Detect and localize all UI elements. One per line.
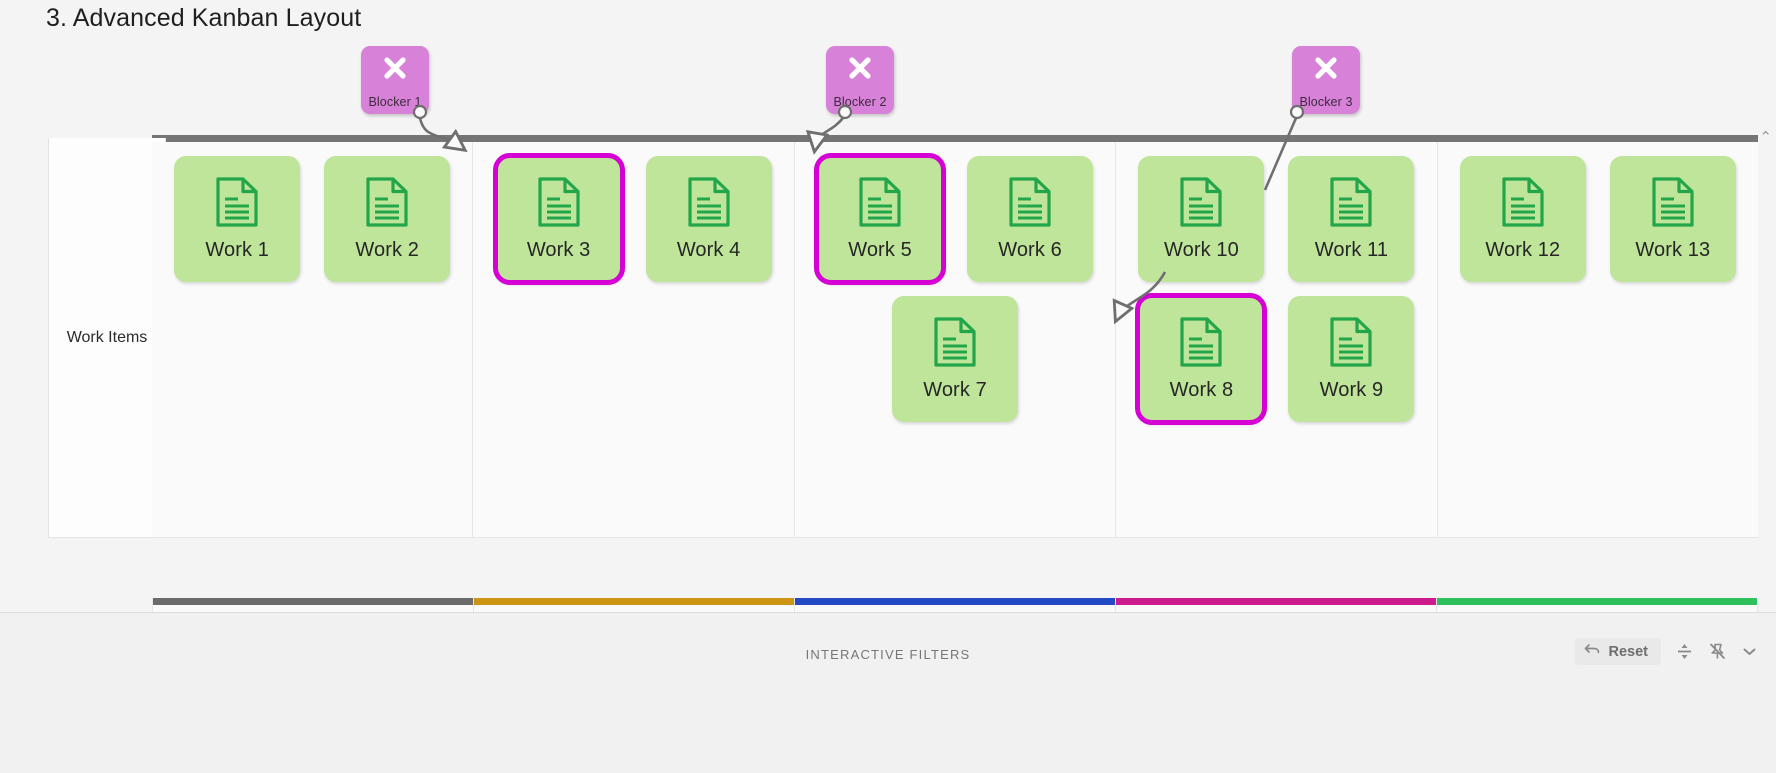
row-header-label: Work Items <box>66 328 148 346</box>
work-item-card[interactable]: Work 1 <box>174 156 301 282</box>
reset-button[interactable]: Reset <box>1574 638 1661 665</box>
document-icon <box>932 316 978 373</box>
document-icon <box>1500 176 1546 233</box>
work-item-card[interactable]: Work 9 <box>1288 296 1415 422</box>
document-icon <box>857 176 903 233</box>
interactive-filters-panel: INTERACTIVE FILTERS Reset <box>0 612 1776 773</box>
work-item-card[interactable]: Work 5 <box>814 153 947 285</box>
work-item-card[interactable]: Work 12 <box>1459 156 1586 282</box>
unpin-icon[interactable] <box>1708 642 1727 661</box>
work-item-label: Work 10 <box>1164 239 1239 261</box>
work-item-label: Work 7 <box>923 379 987 401</box>
close-x-icon <box>382 55 408 86</box>
column-color-bar <box>1437 598 1757 605</box>
lane-cards: Work 10 Work 11 Work 8 Work 9 <box>1116 142 1436 537</box>
work-item-label: Work 5 <box>848 239 912 261</box>
lane-cards: Work 5 Work 6 Work 7 <box>795 142 1115 537</box>
undo-icon <box>1584 643 1601 660</box>
document-icon <box>1328 316 1374 373</box>
lane-cards: Work 12 Work 13 <box>1438 142 1758 537</box>
swimlane-develop: Work 10 Work 11 Work 8 Work 9 <box>1116 142 1438 538</box>
close-x-icon <box>1313 55 1339 86</box>
chevron-down-icon[interactable] <box>1741 645 1758 658</box>
swimlane-backlog: Work 3 Work 4 <box>473 142 795 538</box>
document-icon <box>364 176 410 233</box>
lane-row: Work 7 <box>795 296 1115 422</box>
work-item-label: Work 9 <box>1319 379 1384 401</box>
column-color-bar <box>474 598 794 605</box>
blocker-card[interactable]: Blocker 2 <box>826 46 894 114</box>
lane-row: Work 10 Work 11 <box>1116 156 1436 282</box>
work-item-label: Work 8 <box>1169 379 1234 401</box>
document-icon <box>1328 176 1374 233</box>
row-header-work-items: Work Items <box>48 138 166 538</box>
work-item-card[interactable]: Work 6 <box>967 156 1094 282</box>
work-item-card[interactable]: Work 13 <box>1609 156 1736 282</box>
work-item-card[interactable]: Work 7 <box>892 296 1019 422</box>
document-icon <box>1650 176 1696 233</box>
document-icon <box>214 176 260 233</box>
filters-toolbar: Reset <box>1574 638 1759 665</box>
work-item-card[interactable]: Work 11 <box>1288 156 1415 282</box>
lane-row: Work 1 Work 2 <box>152 156 472 282</box>
blocker-card[interactable]: Blocker 3 <box>1292 46 1360 114</box>
close-x-icon <box>847 55 873 86</box>
work-item-label: Work 4 <box>676 239 741 261</box>
work-item-label: Work 2 <box>355 239 419 261</box>
lane-cards: Work 3 Work 4 <box>473 142 793 537</box>
work-item-card[interactable]: Work 2 <box>324 156 451 282</box>
lane-row: Work 8 Work 9 <box>1116 293 1436 425</box>
document-icon <box>1007 176 1053 233</box>
blocker-card[interactable]: Blocker 1 <box>361 46 429 114</box>
work-item-label: Work 13 <box>1635 239 1711 261</box>
column-color-bar <box>795 598 1115 605</box>
column-color-bar <box>1116 598 1436 605</box>
work-item-card[interactable]: Work 3 <box>492 153 625 285</box>
page-title: 3. Advanced Kanban Layout <box>46 4 362 32</box>
swimlane-ideas: Work 1 Work 2 <box>152 142 474 538</box>
work-item-card[interactable]: Work 4 <box>645 156 772 282</box>
work-item-label: Work 12 <box>1485 239 1561 261</box>
collapse-icon[interactable] <box>1675 642 1694 661</box>
document-icon <box>1178 176 1224 233</box>
work-item-card[interactable]: Work 8 <box>1135 293 1268 425</box>
work-item-card[interactable]: Work 10 <box>1138 156 1265 282</box>
work-item-label: Work 3 <box>526 239 591 261</box>
filters-title: INTERACTIVE FILTERS <box>805 647 971 662</box>
work-item-label: Work 11 <box>1314 239 1389 261</box>
work-item-label: Work 6 <box>998 239 1062 261</box>
lane-row: Work 5 Work 6 <box>795 153 1115 285</box>
lane-row: Work 3 Work 4 <box>473 153 793 285</box>
reset-label: Reset <box>1608 643 1649 660</box>
work-item-label: Work 1 <box>205 239 269 261</box>
swimlane-design: Work 5 Work 6 Work 7 <box>794 142 1117 538</box>
blocker-label: Blocker 2 <box>833 95 887 109</box>
document-icon <box>686 176 732 233</box>
board-collapse-chevron-icon[interactable]: ⌃ <box>1759 129 1772 146</box>
column-color-bar <box>153 598 473 605</box>
blocker-label: Blocker 1 <box>368 95 422 109</box>
blocker-label: Blocker 3 <box>1299 95 1353 109</box>
swimlane-done: Work 12 Work 13 <box>1437 142 1759 538</box>
lane-cards: Work 1 Work 2 <box>152 142 472 537</box>
document-icon <box>1178 316 1224 373</box>
board-top-rule <box>152 135 1758 142</box>
lane-row: Work 12 Work 13 <box>1438 156 1758 282</box>
document-icon <box>536 176 582 233</box>
